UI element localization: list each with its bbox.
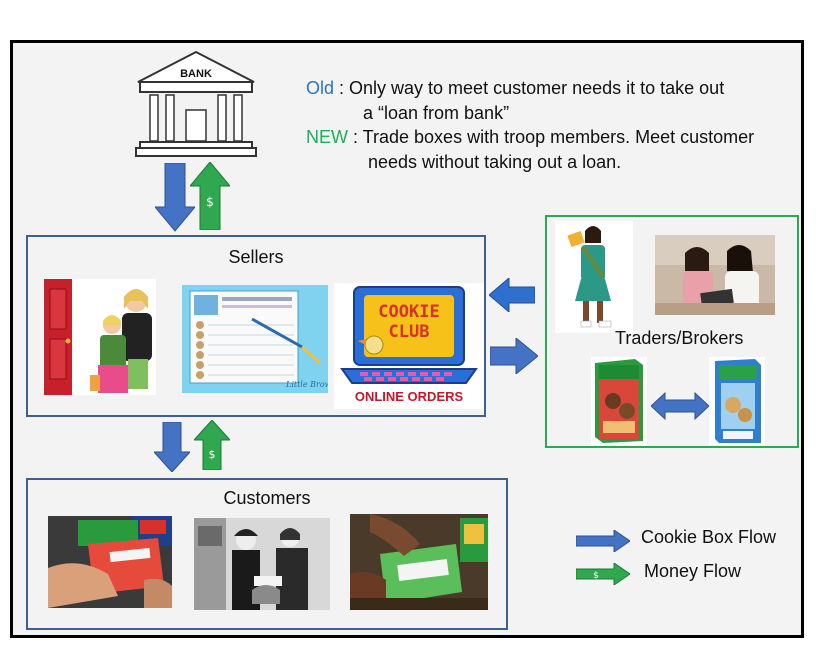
cookie-box-left-image [591, 357, 647, 445]
sellers-box: Sellers Little Brow [26, 235, 486, 417]
money-symbol-customers: $ [209, 448, 216, 461]
old-note-line1: Old : Only way to meet customer needs it… [306, 76, 724, 100]
money-flow-arrow-up-customers: $ [194, 420, 230, 470]
money-symbol: $ [206, 195, 214, 209]
girl-scout-illustration [555, 221, 633, 333]
customers-box: Customers [26, 478, 508, 630]
legend-cookie-box-flow: Cookie Box Flow [641, 527, 777, 547]
cookie-flow-arrow-left [489, 278, 535, 312]
legend-money-flow-arrow: $ [576, 563, 630, 585]
cookie-club-line2: CLUB [389, 322, 430, 342]
order-sheet-image: Little Brownie [182, 285, 328, 393]
girls-with-tablet-photo [655, 235, 775, 315]
cookie-club-line1: COOKIE [378, 302, 439, 322]
cookie-club-online-orders-logo: COOKIE CLUB ONLINE ORDERS [334, 283, 484, 409]
order-sheet-caption: Little Brownie [285, 380, 328, 389]
bank-icon: BANK [135, 50, 257, 157]
legend-money-symbol: $ [593, 571, 599, 581]
money-flow-arrow-up: $ [190, 162, 230, 230]
legend-cookie-flow-arrow [576, 530, 630, 552]
bank-label: BANK [180, 68, 212, 80]
new-keyword: NEW [306, 127, 348, 147]
new-note-line1: NEW : Trade boxes with troop members. Me… [306, 125, 754, 149]
old-note-line2: a “loan from bank” [363, 103, 510, 123]
cookie-box-in-hands-photo [350, 514, 488, 610]
new-note-text: : Trade boxes with troop members. Meet c… [348, 127, 755, 147]
online-orders-label: ONLINE ORDERS [355, 389, 464, 404]
traders-brokers-box: Traders/Brokers [545, 215, 799, 448]
old-note-text: : Only way to meet customer needs it to … [334, 78, 725, 98]
door-to-door-seller-illustration [44, 279, 156, 395]
cookie-flow-arrow-down-customers [154, 422, 190, 472]
customers-title: Customers [223, 488, 311, 508]
new-note-line2: needs without taking out a loan. [368, 152, 622, 172]
sellers-title: Sellers [228, 247, 284, 267]
old-keyword: Old [306, 78, 335, 98]
cookie-box-right-image [709, 357, 765, 445]
legend-money-flow: Money Flow [644, 561, 742, 581]
cookie-box-handoff-photo [48, 516, 172, 608]
cookie-flow-arrow-down [155, 163, 195, 232]
cookie-flow-arrow-right [490, 338, 538, 374]
trade-double-arrow [651, 391, 709, 421]
traders-brokers-title: Traders/Brokers [615, 328, 744, 348]
vintage-cookie-sale-photo [194, 518, 330, 610]
